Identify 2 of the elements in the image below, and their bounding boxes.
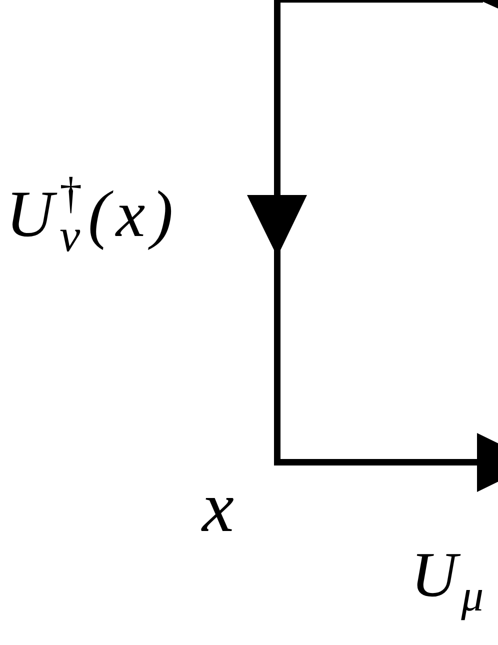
site-label: x (202, 466, 234, 549)
link-variable-label: U$_{ν}$$^{†}$(x) (6, 172, 180, 258)
